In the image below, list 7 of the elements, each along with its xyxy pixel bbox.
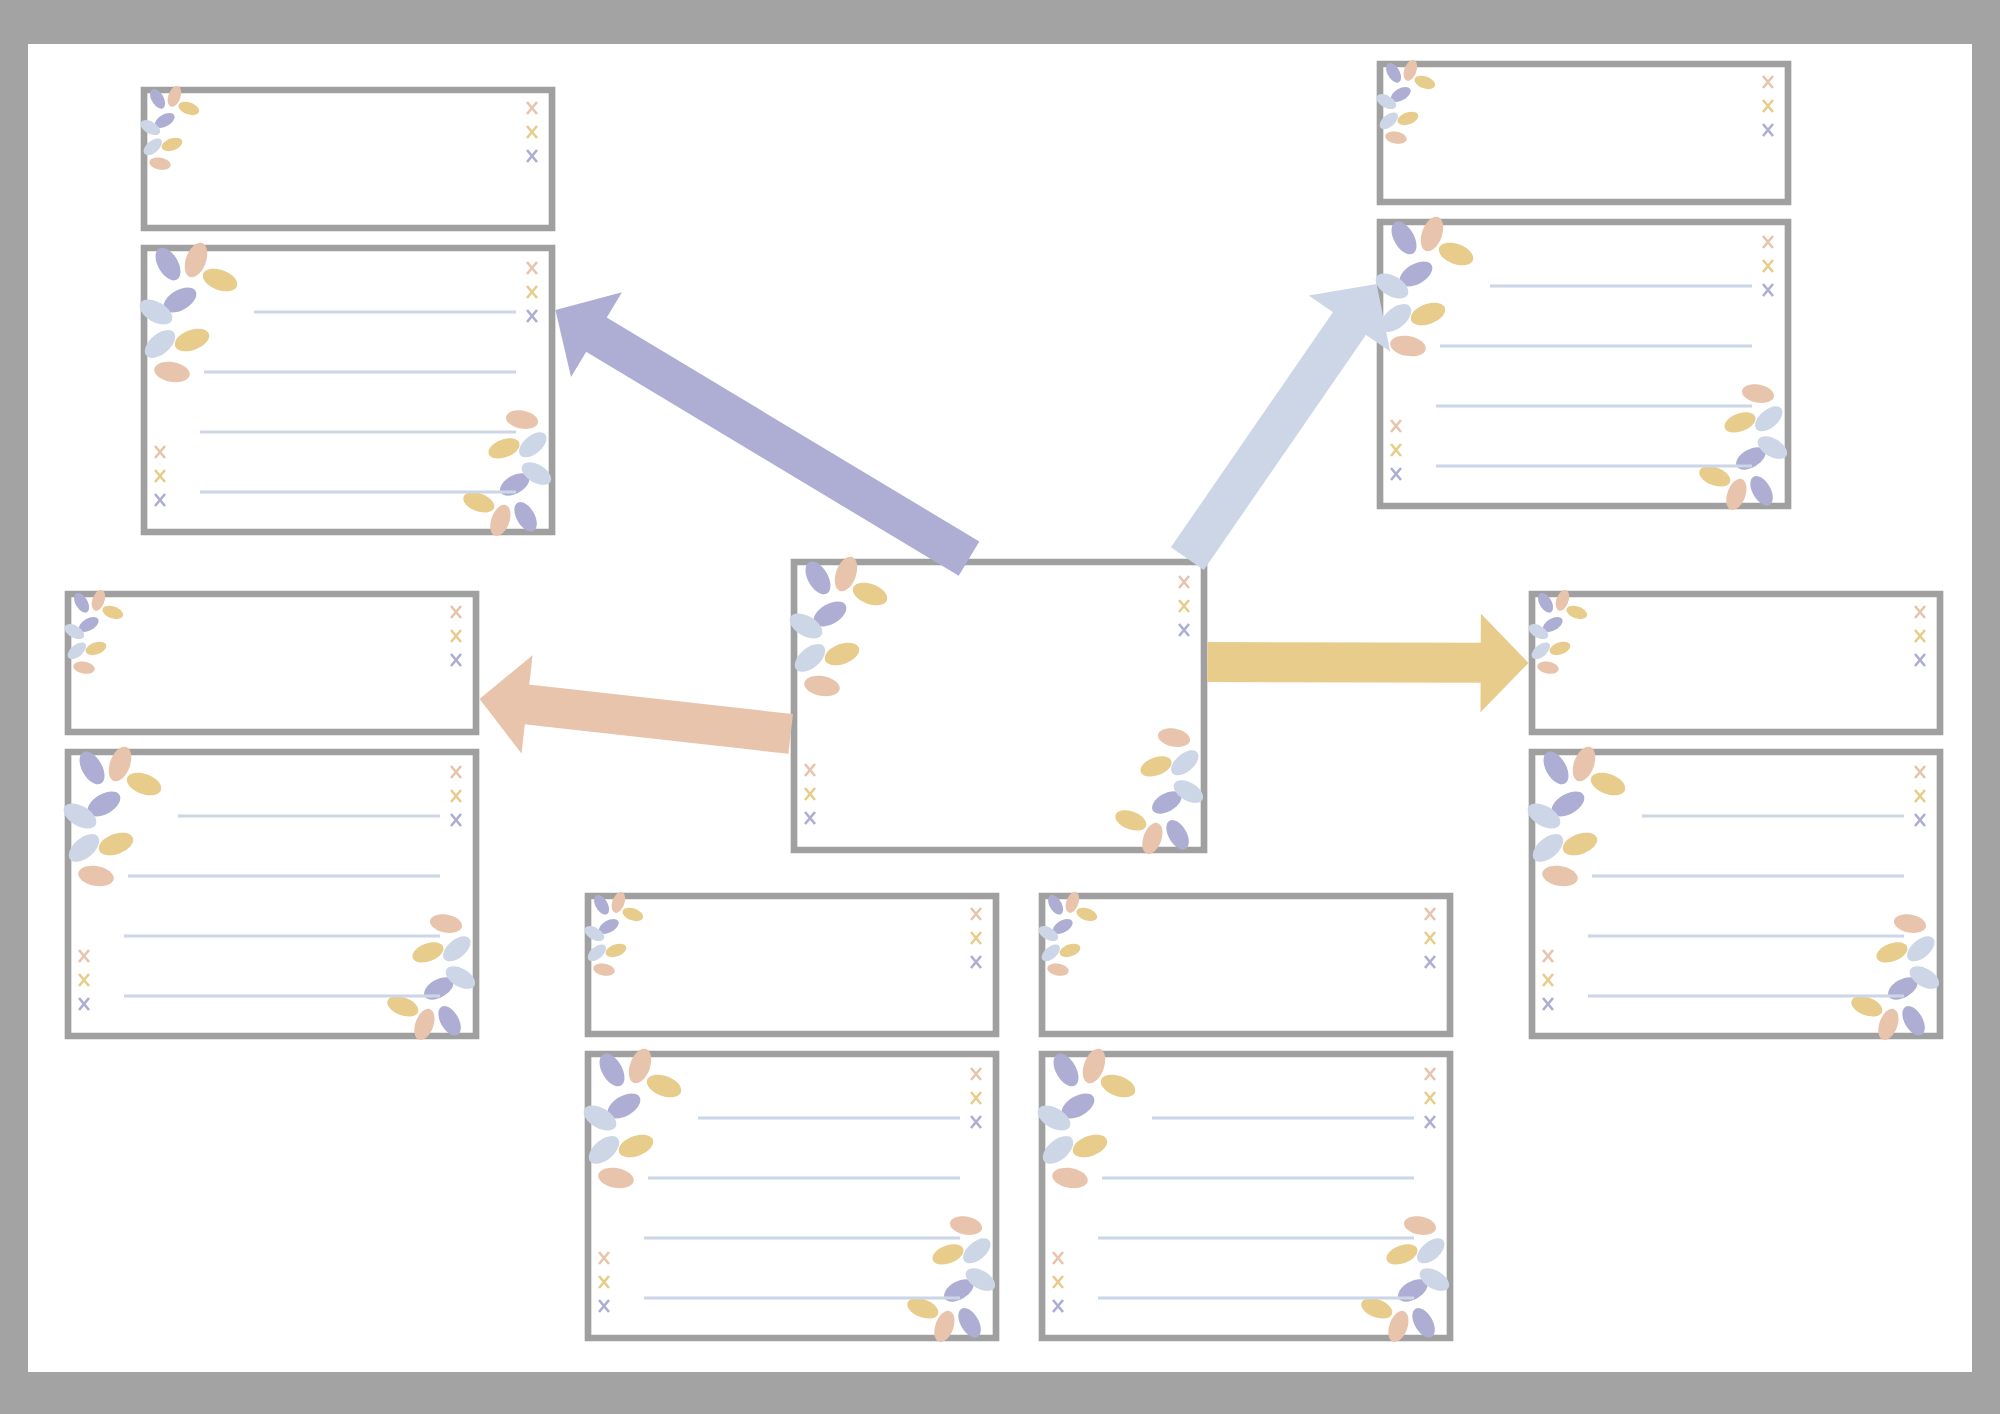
card-box bbox=[1376, 60, 1792, 206]
card-box bbox=[1528, 590, 1944, 736]
card-box bbox=[790, 558, 1208, 854]
card-box bbox=[584, 892, 1000, 1038]
card-box bbox=[1038, 892, 1454, 1038]
card-box bbox=[64, 590, 480, 736]
card-box bbox=[140, 86, 556, 232]
